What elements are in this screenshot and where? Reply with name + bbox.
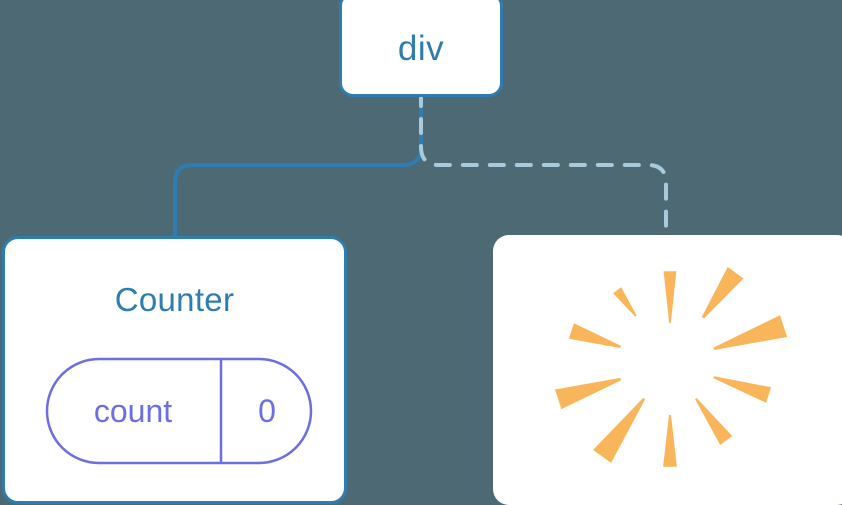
state-value-label: 0: [258, 393, 276, 429]
burst-spoke-4: [713, 376, 772, 403]
node-render-burst[interactable]: [493, 235, 842, 505]
node-counter-title: Counter: [114, 281, 235, 318]
edge-div-effect: [419, 90, 668, 242]
burst-spoke-10: [613, 287, 637, 317]
burst-spoke-5: [695, 398, 733, 445]
burst-spoke-6: [663, 415, 677, 467]
state-pill[interactable]: count 0: [45, 357, 313, 465]
burst-spoke-9: [568, 323, 621, 348]
node-div-label: div: [397, 29, 445, 68]
node-counter[interactable]: Counter count 0: [2, 236, 347, 504]
sparkle-burst-icon: [555, 267, 788, 467]
state-name-label: count: [93, 393, 173, 429]
node-div[interactable]: div: [339, 0, 503, 97]
burst-spoke-7: [593, 397, 646, 463]
burst-spoke-2: [701, 267, 744, 319]
burst-spoke-3: [713, 315, 788, 350]
edge-div-counter: [173, 90, 423, 242]
burst-spoke-1: [663, 271, 677, 323]
burst-spoke-8: [555, 377, 621, 410]
state-pill-shape: [45, 357, 313, 465]
